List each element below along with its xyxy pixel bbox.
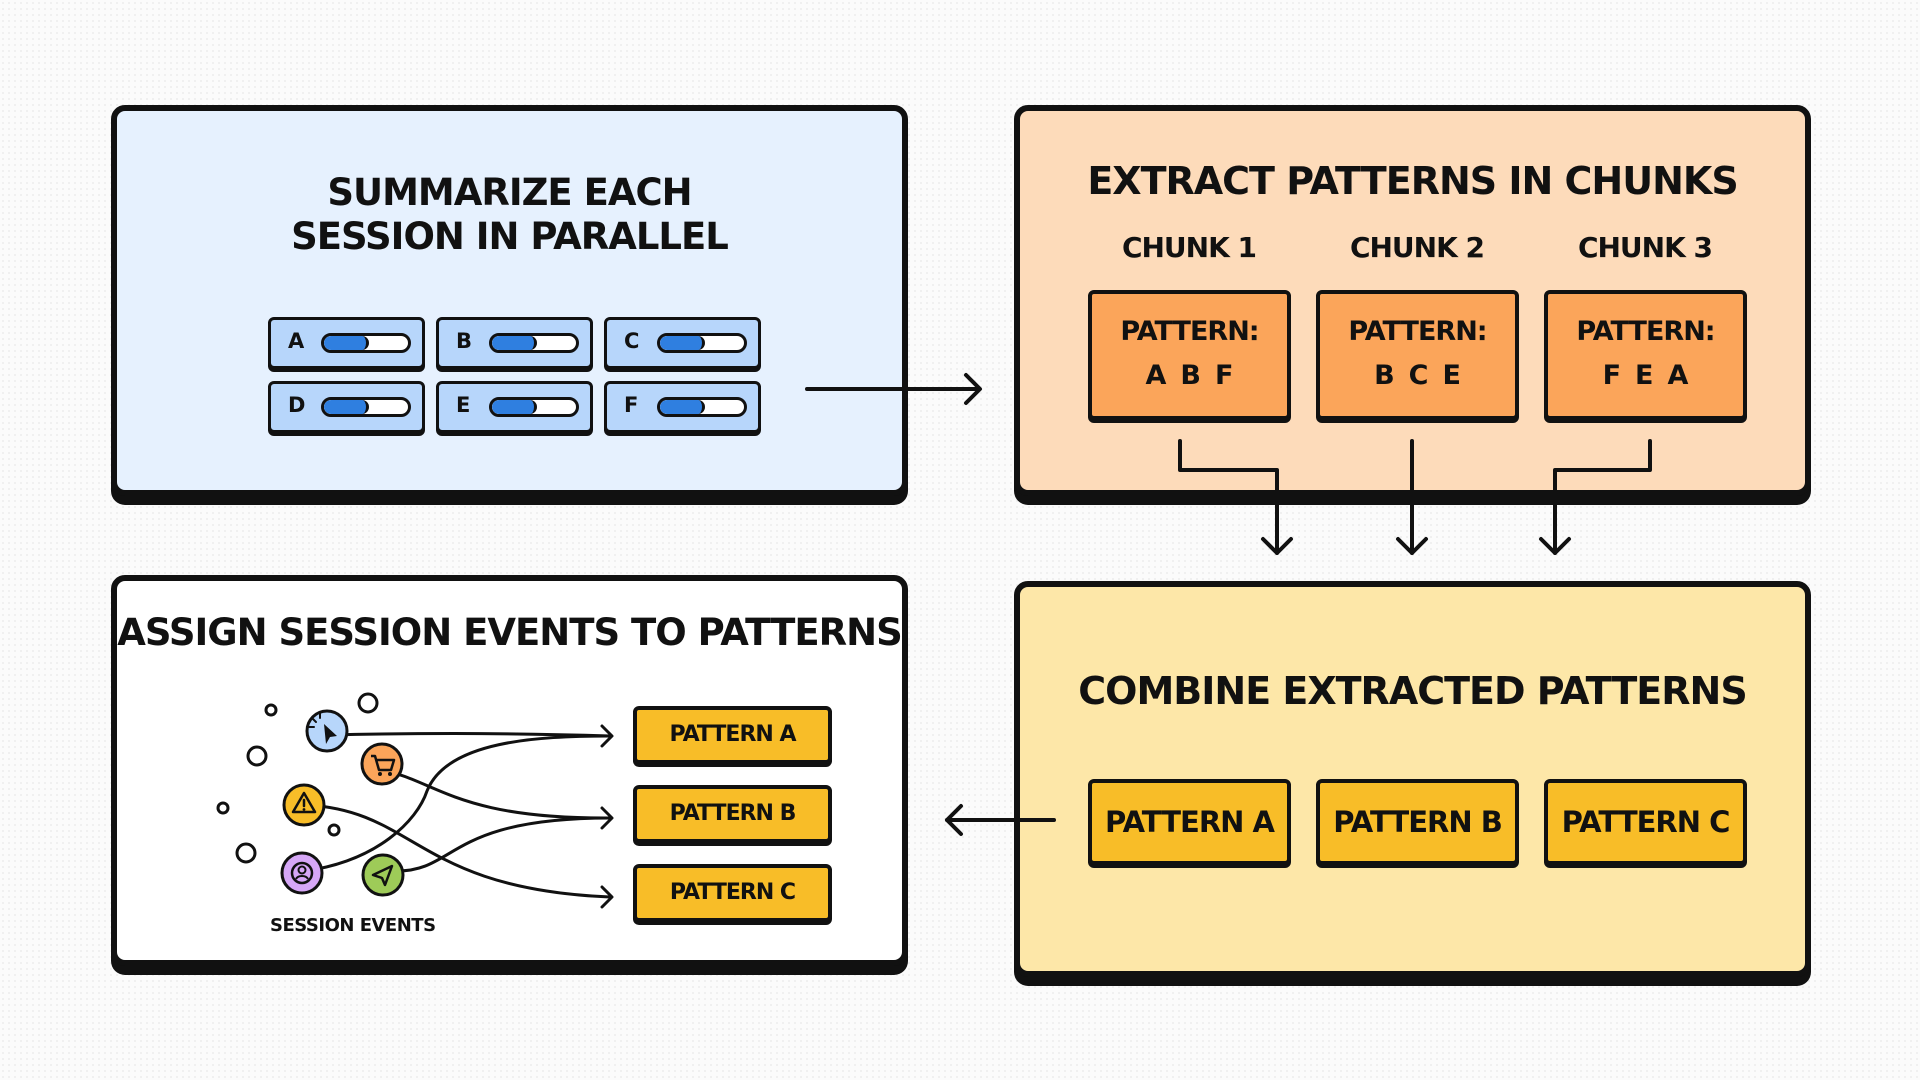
- send-icon: [361, 853, 405, 897]
- assign-title: ASSIGN SESSION EVENTS TO PATTERNS: [117, 611, 903, 654]
- chunk-1-pattern-box: PATTERN: ABF: [1088, 290, 1291, 420]
- session-progress-bar: [489, 333, 579, 353]
- session-label: F: [624, 393, 639, 417]
- session-progress-fill: [660, 400, 705, 414]
- dot-decoration: [246, 745, 268, 767]
- summarize-title-line1: SUMMARIZE EACH: [327, 171, 692, 214]
- dot-decoration: [357, 692, 379, 714]
- link-send-to-b: [396, 816, 611, 873]
- session-chip-f: F: [604, 381, 761, 433]
- assigned-pattern-b: PATTERN B: [633, 785, 832, 843]
- combined-pattern-a: PATTERN A: [1088, 779, 1291, 865]
- arrowhead-down: [1261, 537, 1293, 555]
- dot-decoration: [216, 801, 230, 815]
- arrowhead-left: [945, 804, 963, 836]
- summarize-title-line2: SESSION IN PARALLEL: [291, 215, 729, 259]
- session-label: C: [624, 329, 640, 353]
- arrowhead-a: [600, 724, 614, 748]
- session-label: E: [456, 393, 471, 417]
- link-user-to-a: [304, 734, 611, 873]
- arrowhead-c: [600, 885, 614, 909]
- chunk-2-pattern-box: PATTERN: BCE: [1316, 290, 1519, 420]
- assigned-pattern-c: PATTERN C: [633, 864, 832, 922]
- assign-panel: ASSIGN SESSION EVENTS TO PATTERNS: [111, 575, 908, 966]
- session-progress-bar: [489, 397, 579, 417]
- session-progress-fill: [324, 400, 369, 414]
- chunk-pattern-values: ABF: [1145, 360, 1248, 391]
- session-progress-fill: [660, 336, 705, 350]
- link-cart-to-b: [381, 768, 611, 820]
- arrowhead-down: [1539, 537, 1571, 555]
- chunk-pattern-values: BCE: [1374, 360, 1475, 391]
- chunk-1-label: CHUNK 1: [1121, 231, 1257, 264]
- chunk-pattern-values: FEA: [1602, 360, 1703, 391]
- session-progress-fill: [492, 400, 537, 414]
- session-events-caption: SESSION EVENTS: [270, 915, 436, 936]
- session-chip-b: B: [436, 317, 593, 369]
- combine-panel: COMBINE EXTRACTED PATTERNS PATTERN A PAT…: [1014, 581, 1811, 977]
- cursor-click-icon: [305, 709, 349, 753]
- session-progress-bar: [657, 333, 747, 353]
- link-warning-to-c: [306, 803, 611, 899]
- chunk-pattern-heading: PATTERN:: [1120, 316, 1259, 347]
- dot-decoration: [264, 703, 278, 717]
- session-chip-c: C: [604, 317, 761, 369]
- summarize-panel: SUMMARIZE EACH SESSION IN PARALLEL A B C…: [111, 105, 908, 496]
- session-label: A: [288, 329, 305, 353]
- chunk-pattern-heading: PATTERN:: [1576, 316, 1715, 347]
- combine-title: COMBINE EXTRACTED PATTERNS: [1078, 669, 1747, 713]
- session-chip-a: A: [268, 317, 425, 369]
- session-progress-fill: [324, 336, 369, 350]
- user-icon: [280, 851, 324, 895]
- link-cursor-to-a: [328, 732, 611, 738]
- summarize-title: SUMMARIZE EACH SESSION IN PARALLEL: [117, 171, 902, 260]
- session-chip-e: E: [436, 381, 593, 433]
- session-chip-d: D: [268, 381, 425, 433]
- session-label: B: [456, 329, 473, 353]
- assigned-pattern-a: PATTERN A: [633, 706, 832, 764]
- extract-title: EXTRACT PATTERNS IN CHUNKS: [1087, 159, 1738, 203]
- session-progress-fill: [492, 336, 537, 350]
- shopping-cart-icon: [360, 742, 404, 786]
- dot-decoration: [327, 823, 341, 837]
- session-progress-bar: [657, 397, 747, 417]
- session-progress-bar: [321, 397, 411, 417]
- chunk-pattern-heading: PATTERN:: [1348, 316, 1487, 347]
- combined-pattern-b: PATTERN B: [1316, 779, 1519, 865]
- arrowhead-down: [1396, 537, 1428, 555]
- combined-pattern-c: PATTERN C: [1544, 779, 1747, 865]
- arrowhead-right: [964, 373, 982, 405]
- chunk-2-label: CHUNK 2: [1349, 231, 1485, 264]
- dot-decoration: [235, 842, 257, 864]
- warning-icon: [282, 783, 326, 827]
- arrowhead-b: [600, 806, 614, 830]
- session-label: D: [288, 393, 306, 417]
- chunk-3-label: CHUNK 3: [1577, 231, 1713, 264]
- session-progress-bar: [321, 333, 411, 353]
- extract-panel: EXTRACT PATTERNS IN CHUNKS CHUNK 1 CHUNK…: [1014, 105, 1811, 496]
- chunk-3-pattern-box: PATTERN: FEA: [1544, 290, 1747, 420]
